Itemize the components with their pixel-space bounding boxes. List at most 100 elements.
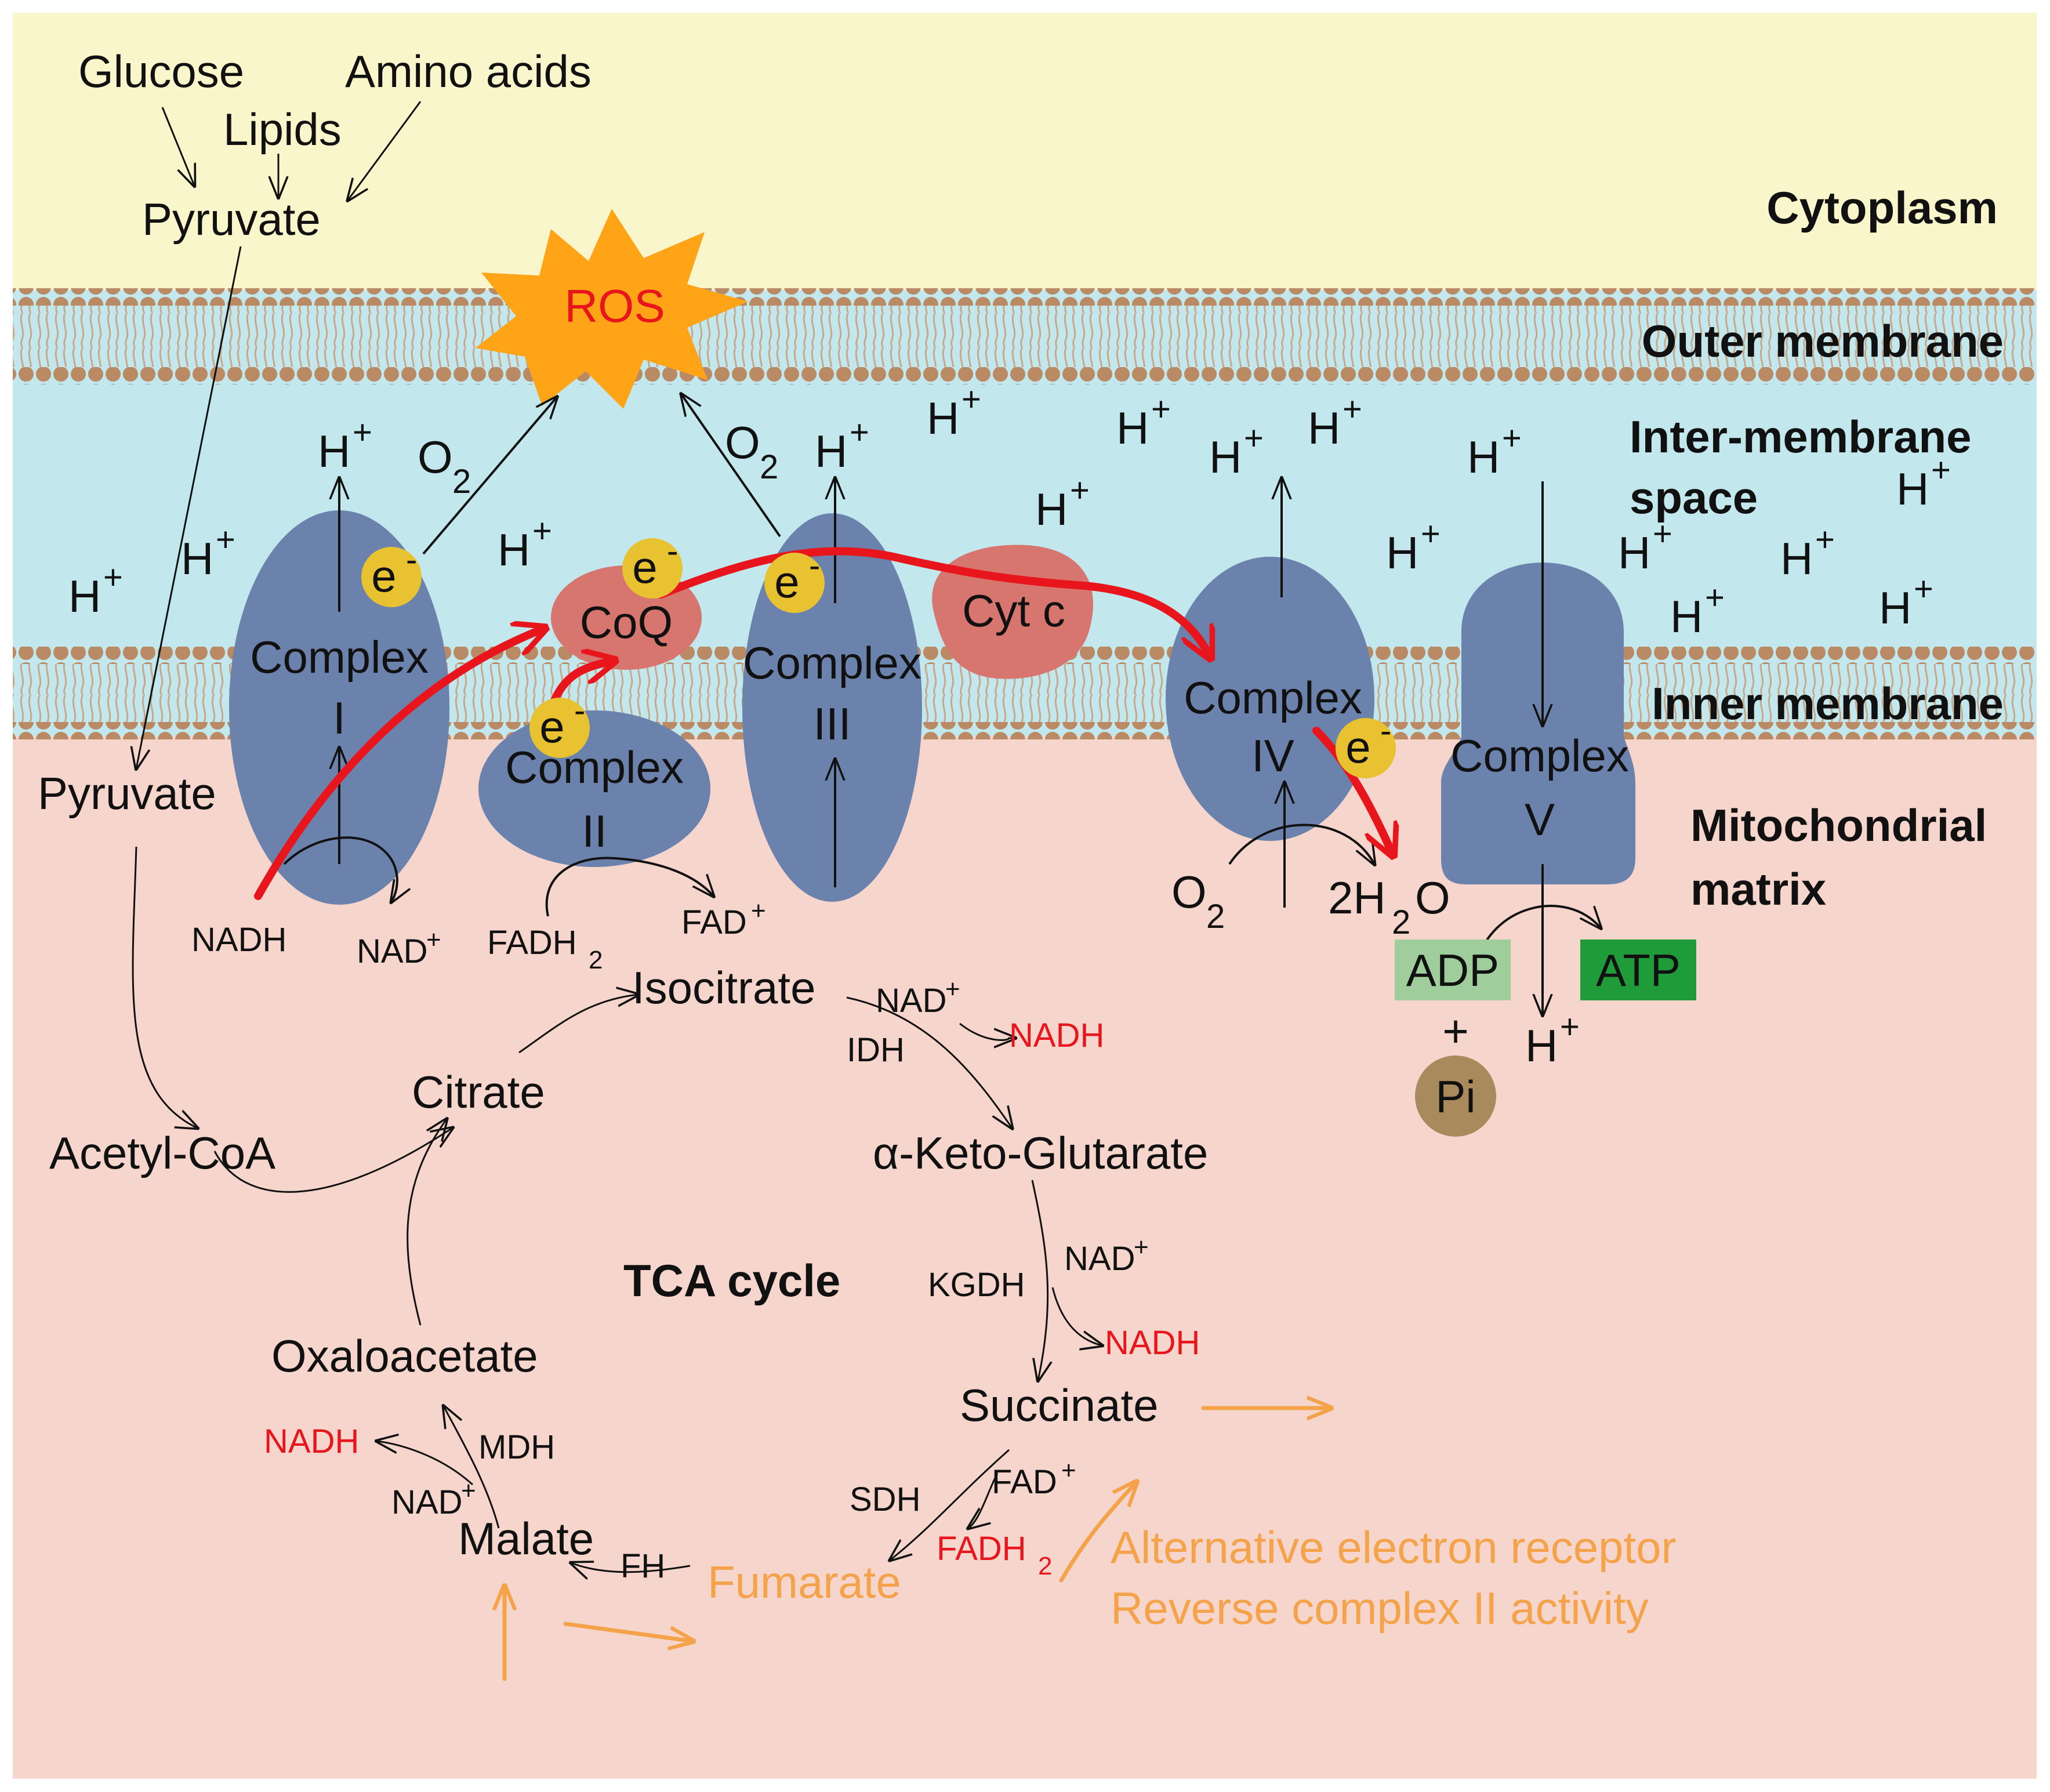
svg-text:2: 2	[1392, 904, 1410, 941]
svg-text:+: +	[216, 521, 235, 558]
svg-text:H: H	[68, 571, 101, 622]
svg-text:+: +	[103, 558, 123, 596]
svg-text:H: H	[1209, 431, 1242, 483]
nad-idh: NAD+	[876, 975, 960, 1020]
intermembrane-label-1: Inter-membrane	[1630, 411, 1972, 462]
svg-text:H: H	[318, 426, 350, 477]
svg-text:H: H	[1670, 591, 1703, 642]
svg-text:O: O	[1171, 866, 1207, 917]
nadh-idh: NADH	[1009, 1017, 1104, 1054]
intermembrane-label-2: space	[1630, 472, 1758, 523]
matrix-region	[13, 737, 2037, 1779]
svg-text:2H: 2H	[1328, 872, 1386, 923]
svg-text:O: O	[1415, 872, 1450, 923]
svg-text:+: +	[1134, 1233, 1149, 1261]
svg-text:+: +	[1705, 579, 1725, 616]
kgdh-label: KGDH	[928, 1266, 1025, 1304]
fad-complex-ii: FAD+	[681, 897, 766, 941]
svg-text:H: H	[1780, 533, 1813, 584]
complex-i: Complex I	[229, 510, 449, 905]
proton: H+	[1525, 1008, 1580, 1071]
fad-sdh: FAD+	[992, 1456, 1076, 1501]
proton: H+	[1670, 579, 1725, 642]
svg-text:+: +	[1070, 471, 1090, 509]
svg-text:O: O	[418, 431, 453, 483]
electron-complex-iv: e -	[1336, 712, 1396, 778]
proton: H+	[1896, 451, 1951, 514]
svg-text:2: 2	[1206, 898, 1225, 935]
svg-text:ADP: ADP	[1406, 945, 1499, 996]
plus-sign: +	[1442, 1006, 1469, 1057]
proton: H+	[1308, 390, 1362, 454]
outer-membrane	[13, 288, 2037, 384]
electron-carriers: e - e - e - e - e -	[361, 532, 1396, 778]
amino-acids-label: Amino acids	[345, 46, 592, 97]
note-alternative-receptor: Alternative electron receptor	[1111, 1522, 1677, 1573]
water-label: 2H 2 O	[1328, 872, 1450, 941]
svg-text:e: e	[371, 550, 396, 601]
fh-label: FH	[621, 1547, 665, 1585]
acetyl-coa-label: Acetyl-CoA	[49, 1127, 275, 1178]
citrate-label: Citrate	[412, 1067, 545, 1118]
proton: H+	[181, 521, 235, 584]
svg-text:e: e	[774, 556, 799, 607]
proton: H+	[927, 380, 981, 444]
electron-coq: e -	[622, 532, 683, 598]
svg-text:FAD: FAD	[681, 904, 747, 941]
isocitrate-label: Isocitrate	[632, 962, 815, 1013]
svg-text:Pi: Pi	[1435, 1071, 1475, 1122]
svg-text:e: e	[539, 701, 564, 752]
complex-iv-numeral: IV	[1251, 730, 1294, 781]
svg-text:NAD: NAD	[876, 982, 946, 1020]
svg-text:2: 2	[589, 946, 603, 974]
complex-v: Complex V	[1441, 563, 1635, 884]
electron-complex-ii: e -	[529, 692, 590, 758]
cytc-label: Cyt c	[962, 585, 1065, 636]
svg-text:-: -	[574, 692, 585, 730]
svg-text:e: e	[1345, 721, 1370, 772]
svg-text:+: +	[1653, 515, 1672, 553]
complex-i-label: Complex	[250, 632, 429, 683]
inner-membrane-label: Inner membrane	[1652, 678, 2004, 729]
proton: H+	[1209, 419, 1264, 483]
nad-kgdh: NAD+	[1064, 1233, 1149, 1278]
svg-text:+: +	[1151, 390, 1171, 428]
malate-label: Malate	[458, 1513, 594, 1564]
proton: H+	[1780, 521, 1835, 584]
glucose-label: Glucose	[78, 46, 244, 97]
svg-text:NAD: NAD	[1064, 1240, 1135, 1278]
nad-complex-i: NAD+	[357, 926, 441, 970]
svg-text:NAD: NAD	[357, 933, 427, 970]
svg-text:+: +	[1815, 521, 1835, 558]
ros-burst: ROS	[476, 209, 748, 409]
oxaloacetate-label: Oxaloacetate	[271, 1330, 538, 1381]
proton-pump-arrows	[283, 394, 1601, 1015]
complex-iv-label: Complex	[1184, 672, 1362, 723]
svg-text:H: H	[1116, 402, 1149, 454]
svg-text:O: O	[725, 417, 760, 468]
akg-label: α-Keto-Glutarate	[873, 1127, 1208, 1178]
matrix-label-1: Mitochondrial	[1690, 800, 1987, 851]
svg-text:H: H	[181, 533, 213, 584]
lipids-label: Lipids	[223, 104, 342, 155]
svg-text:FADH: FADH	[937, 1530, 1026, 1568]
pyruvate-cytoplasm-label: Pyruvate	[142, 194, 321, 245]
pyruvate-matrix-label: Pyruvate	[38, 768, 216, 819]
idh-label: IDH	[847, 1031, 905, 1069]
complex-iii-label: Complex	[743, 637, 921, 688]
proton: H+	[318, 413, 372, 477]
svg-text:2: 2	[452, 463, 471, 500]
proton: H+	[1035, 471, 1090, 535]
complex-v-numeral: V	[1525, 794, 1555, 845]
coq-label: CoQ	[580, 597, 673, 648]
svg-text:+: +	[1421, 515, 1441, 553]
nadh-kgdh: NADH	[1105, 1324, 1200, 1362]
svg-text:+: +	[426, 926, 441, 954]
proton: H+	[1618, 515, 1672, 578]
svg-text:-: -	[667, 532, 678, 570]
svg-text:+: +	[850, 413, 869, 451]
